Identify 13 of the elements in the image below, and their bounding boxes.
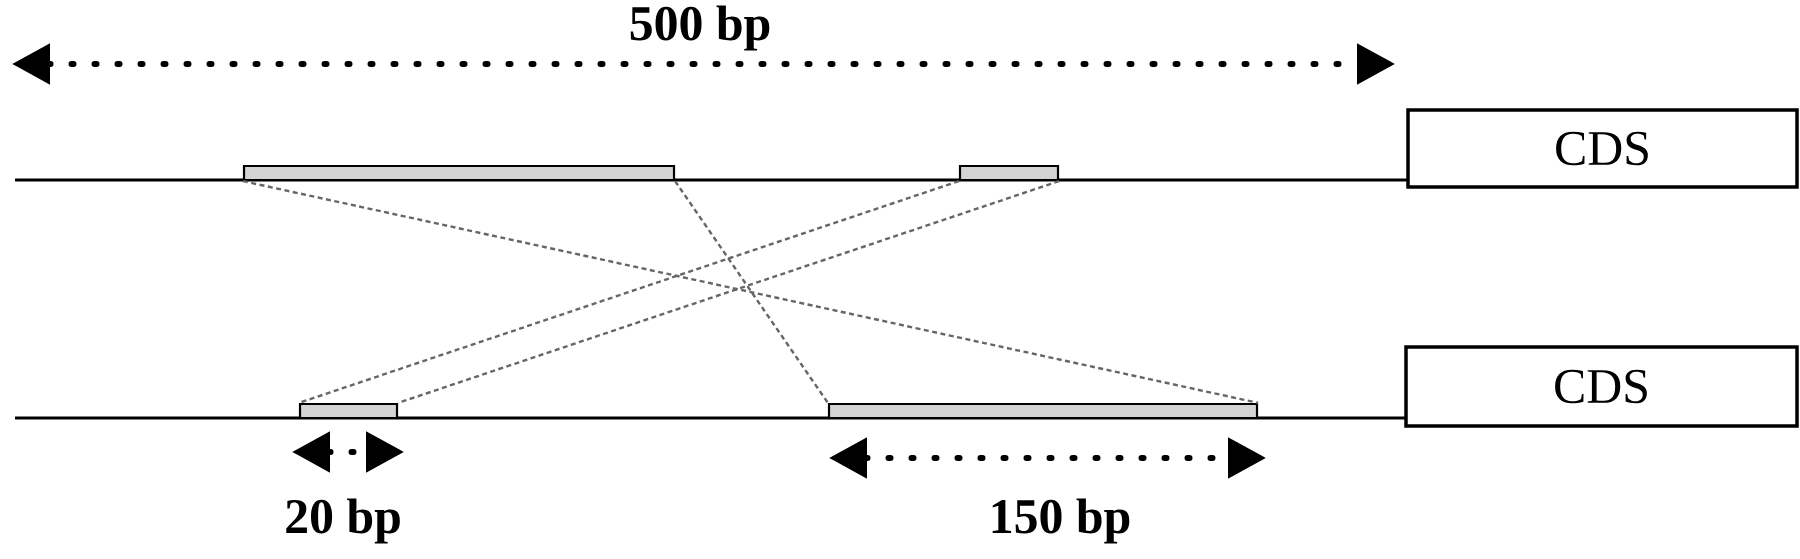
segment-bar bbox=[298, 402, 399, 420]
dashed-line bbox=[298, 179, 960, 405]
gene-box: CDS bbox=[1404, 345, 1799, 428]
segment-bar bbox=[827, 402, 1259, 420]
segment-bar bbox=[958, 164, 1060, 182]
dimension-label: 150 bp bbox=[992, 498, 1130, 544]
gene-box: CDS bbox=[1406, 108, 1799, 189]
dimension-label: 20 bp bbox=[286, 498, 400, 544]
dashed-line bbox=[242, 179, 1259, 405]
dashed-line bbox=[397, 179, 1060, 405]
dashed-line bbox=[674, 180, 829, 404]
segment-bar bbox=[242, 164, 676, 182]
dimension-label: 500 bp bbox=[630, 5, 770, 51]
